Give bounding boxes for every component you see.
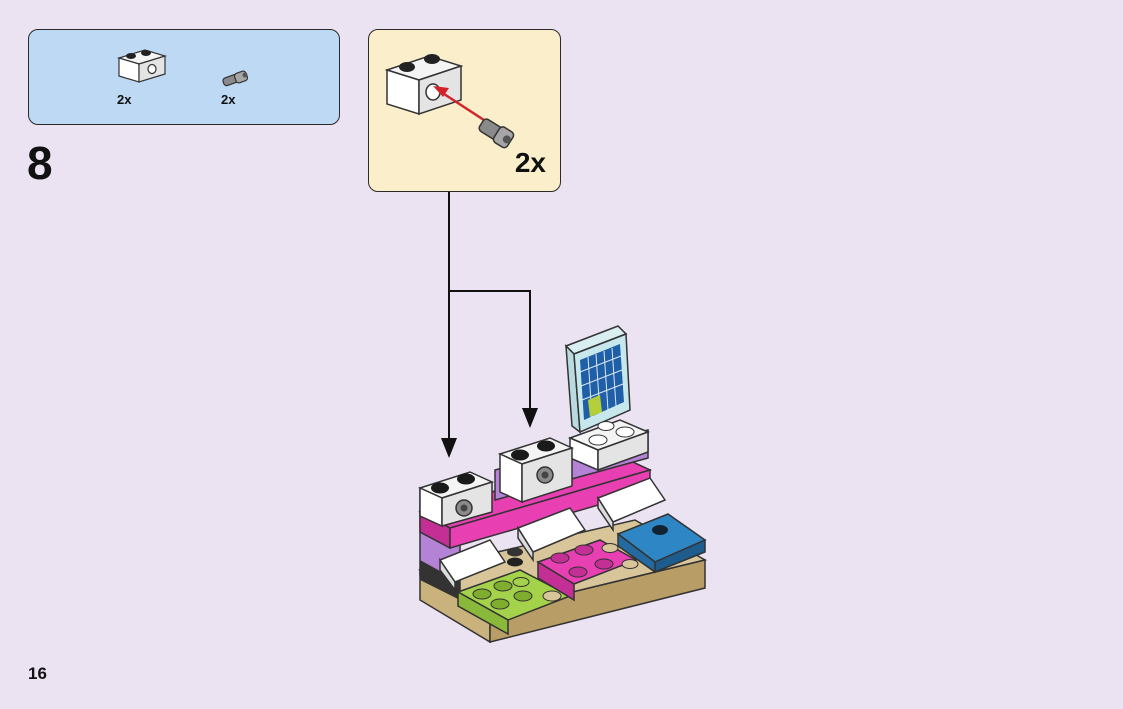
lime-plate [456,569,572,636]
parts-list-box: 2x 2x [28,29,340,125]
grey-pin-connector-icon [222,70,249,87]
white-technic-brick-icon [116,49,168,83]
placement-arrow-left [441,438,457,458]
callout-illustration [384,54,515,149]
part-quantity: 2x [117,92,132,107]
part-quantity: 2x [221,92,236,107]
placement-arrow-right [522,408,538,428]
callout-quantity: 2x [514,147,546,178]
subassembly-callout: 2x [368,29,561,192]
monitor [564,325,631,434]
step-number: 8 [27,137,53,189]
blue-tile [616,513,707,574]
insert-arrow [440,90,488,124]
page-number: 16 [28,664,47,683]
callout-connector-lines [448,192,531,440]
white-slopes [438,477,667,593]
